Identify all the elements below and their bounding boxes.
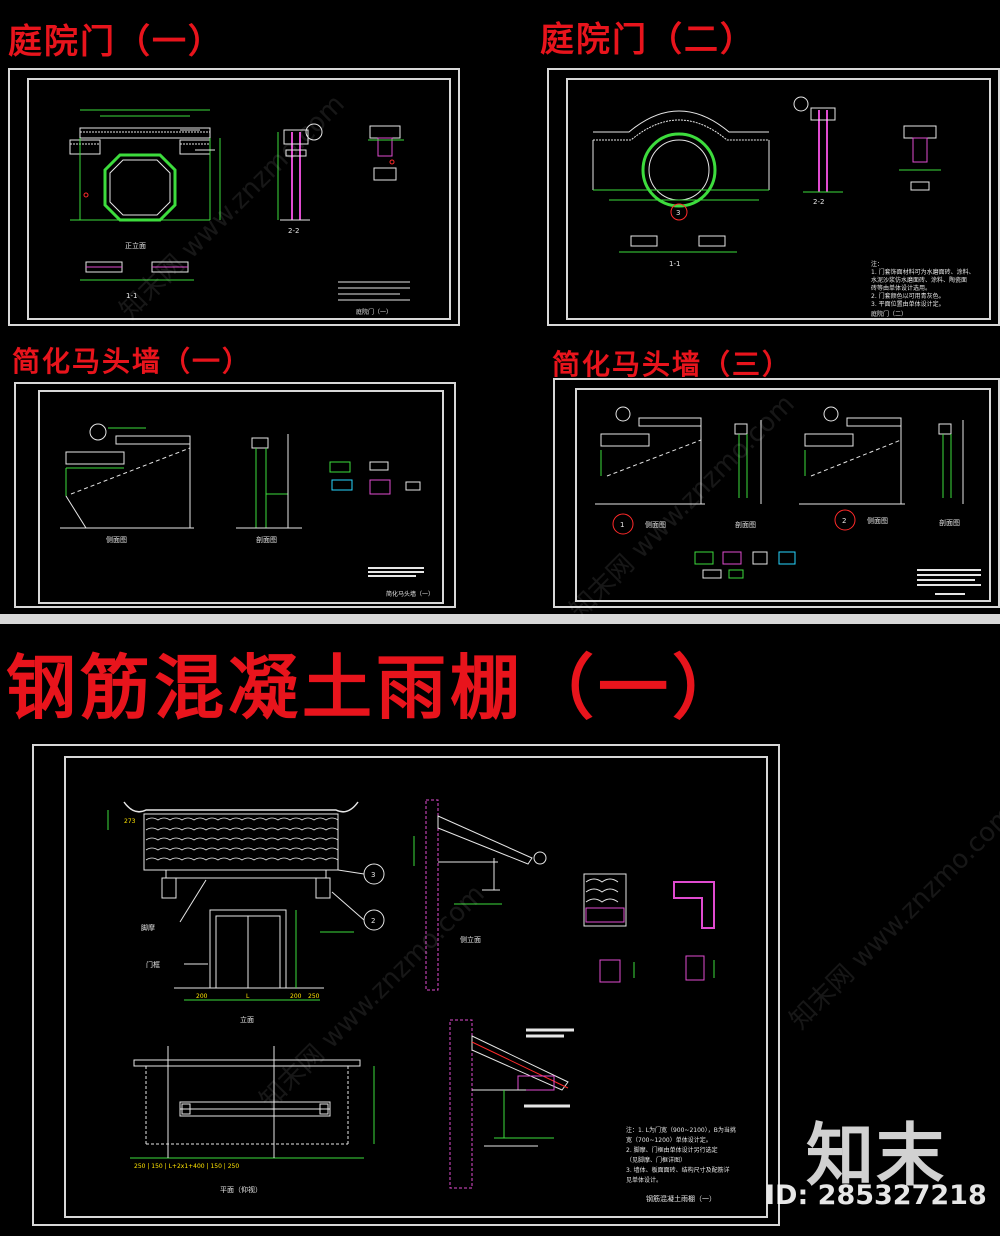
svg-text:3. 平面位置由单体设计定。: 3. 平面位置由单体设计定。	[871, 300, 945, 308]
gate-2-drawing: 3 2-2 1-1 注： 1. 门套饰面材料可为水磨面砖、涂料、 水泥沙浆仿水磨…	[592, 96, 975, 318]
canopy-dim-200b: 200	[290, 993, 302, 1000]
panel-wall-3: 1 侧面图 剖面图 2 侧面图 剖面图	[553, 378, 1000, 608]
svg-text:宽（700~1200）单体设计定。: 宽（700~1200）单体设计定。	[626, 1136, 712, 1144]
wall-3-sect-2-label: 剖面图	[939, 518, 960, 527]
drawing-frame	[27, 78, 451, 320]
wall-3-section-1	[734, 420, 762, 504]
svg-text:1. 门套饰面材料可为水磨面砖、涂料、: 1. 门套饰面材料可为水磨面砖、涂料、	[871, 268, 975, 276]
gate-2-section-label: 2-2	[813, 198, 824, 206]
title-canopy: 钢筋混凝土雨棚（一）	[6, 646, 746, 729]
gate-1-elevation-label: 正立面	[125, 241, 146, 250]
canopy-title-block: 钢筋混凝土雨棚（一）	[646, 1194, 716, 1203]
drawing-frame	[38, 390, 444, 604]
gate-2-details	[899, 125, 941, 191]
drawing-frame	[566, 78, 991, 320]
wall-3-section-2	[938, 420, 964, 504]
gate-2-section	[793, 96, 843, 193]
canopy-section	[449, 1019, 574, 1189]
drawing-frame	[64, 756, 768, 1218]
canopy-notes: 注：1. L为门宽（900~2100），B为当挑 宽（700~1200）单体设计…	[626, 1126, 736, 1184]
canopy-dim-250: 250	[308, 993, 320, 1000]
canopy-details	[583, 873, 715, 983]
gate-1-drawing: 正立面 2-2 1-1	[69, 109, 410, 316]
svg-text:2. 门套颜色以可用青灰色。: 2. 门套颜色以可用青灰色。	[871, 292, 945, 300]
canopy-side-label: 侧立面	[460, 935, 481, 944]
wall-1-section-label: 剖面图	[256, 535, 277, 544]
drawing-frame	[575, 388, 991, 602]
gate-2-notes: 注： 1. 门套饰面材料可为水磨面砖、涂料、 水泥沙浆仿水磨面砖、涂料、陶瓷面 …	[871, 260, 975, 308]
gate-1-title-block: 庭院门（一）	[356, 308, 392, 316]
watermark-logo: 知末	[806, 1117, 947, 1196]
canopy-dim-200a: 200	[196, 993, 208, 1000]
title-gate-1: 庭院门（一）	[8, 22, 224, 62]
wall-1-drawing: 侧面图 剖面图 简化马头墙（一）	[60, 423, 434, 598]
gate-2-title-block: 庭院门（二）	[871, 310, 907, 318]
canopy-side	[413, 799, 547, 991]
canopy-drawing: 273 脚摩 门框 200 L 200 250 3 2 立面 侧立面	[107, 799, 736, 1203]
panel-canopy: 273 脚摩 门框 200 L 200 250 3 2 立面 侧立面	[32, 744, 780, 1226]
wall-3-circle-2: 2	[842, 517, 846, 525]
panel-wall-1: 侧面图 剖面图 简化马头墙（一）	[14, 382, 456, 608]
svg-text:注：: 注：	[871, 260, 883, 268]
gate-1-details	[368, 125, 404, 181]
watermark-text: 知末网 www.znzmo.com	[784, 799, 1000, 1036]
canopy-circle-a: 3	[371, 871, 375, 879]
canopy-plan-label: 平面（仰视）	[220, 1185, 262, 1194]
watermark-id: ID: 285327218	[765, 1180, 987, 1211]
canopy-dim-273: 273	[124, 818, 136, 825]
svg-text:水泥沙浆仿水磨面砖、涂料、陶瓷面: 水泥沙浆仿水磨面砖、涂料、陶瓷面	[871, 276, 967, 284]
wall-3-details	[694, 551, 796, 579]
svg-text:见单体设计。: 见单体设计。	[626, 1176, 662, 1184]
wall-3-elev-2-label: 侧面图	[867, 516, 888, 525]
svg-text:砖等由单体设计选用。: 砖等由单体设计选用。	[871, 284, 931, 292]
wall-3-elevation-2	[799, 406, 905, 531]
title-gate-2: 庭院门（二）	[540, 20, 756, 60]
panel-gate-2: 3 2-2 1-1 注： 1. 门套饰面材料可为水磨面砖、涂料、 水泥沙浆仿水磨…	[547, 68, 1000, 326]
gate-1-elevation	[69, 109, 221, 222]
wall-3-sect-1-label: 剖面图	[735, 520, 756, 529]
panel-gate-1: 正立面 2-2 1-1	[8, 68, 460, 326]
canopy-plan-dims: 250 | 150 | L+2x1+400 | 150 | 250	[134, 1163, 239, 1170]
canopy-plan	[130, 1046, 375, 1159]
wall-1-section	[236, 434, 302, 529]
gate-1-notes	[338, 281, 410, 301]
wall-3-drawing: 1 侧面图 剖面图 2 侧面图 剖面图	[595, 406, 981, 595]
canopy-elevation-label: 立面	[240, 1015, 254, 1024]
gate-1-plan	[80, 261, 194, 281]
gate-1-section-label: 2-2	[288, 227, 299, 235]
section-divider	[0, 614, 1000, 624]
wall-1-notes	[368, 567, 424, 577]
svg-text:2. 脚摩、门框由单体设计另行选定: 2. 脚摩、门框由单体设计另行选定	[626, 1146, 718, 1154]
canopy-label-door: 门框	[146, 960, 160, 969]
wall-1-elevation-label: 侧面图	[106, 535, 127, 544]
canopy-dim-L: L	[246, 993, 250, 1000]
wall-3-elevation-1	[595, 406, 705, 535]
canopy-elevation	[107, 801, 385, 1001]
wall-1-title-block: 简化马头墙（一）	[386, 590, 434, 598]
title-wall-3: 简化马头墙（三）	[552, 348, 793, 381]
gate-2-circle-num: 3	[676, 209, 680, 217]
svg-text:3. 墙体、板面面砖、结构尺寸及配筋详: 3. 墙体、板面面砖、结构尺寸及配筋详	[626, 1166, 730, 1174]
wall-3-notes	[917, 569, 981, 595]
gate-2-plan-label: 1-1	[669, 260, 680, 268]
gate-2-plan	[619, 235, 737, 253]
gate-1-plan-label: 1-1	[126, 292, 137, 300]
wall-3-elev-1-label: 侧面图	[645, 520, 666, 529]
wall-1-elevation	[60, 423, 194, 529]
canopy-label-jiao: 脚摩	[141, 923, 155, 932]
wall-3-circle-1: 1	[620, 521, 624, 529]
wall-1-details	[329, 461, 421, 495]
svg-text:（见脚摩、门框详图）: （见脚摩、门框详图）	[626, 1156, 686, 1164]
svg-text:注：1. L为门宽（900~2100），B为当挑: 注：1. L为门宽（900~2100），B为当挑	[626, 1126, 736, 1134]
title-wall-1: 简化马头墙（一）	[12, 345, 253, 378]
gate-1-section	[277, 123, 323, 221]
canopy-circle-b: 2	[371, 917, 375, 925]
gate-2-elevation	[592, 110, 770, 221]
